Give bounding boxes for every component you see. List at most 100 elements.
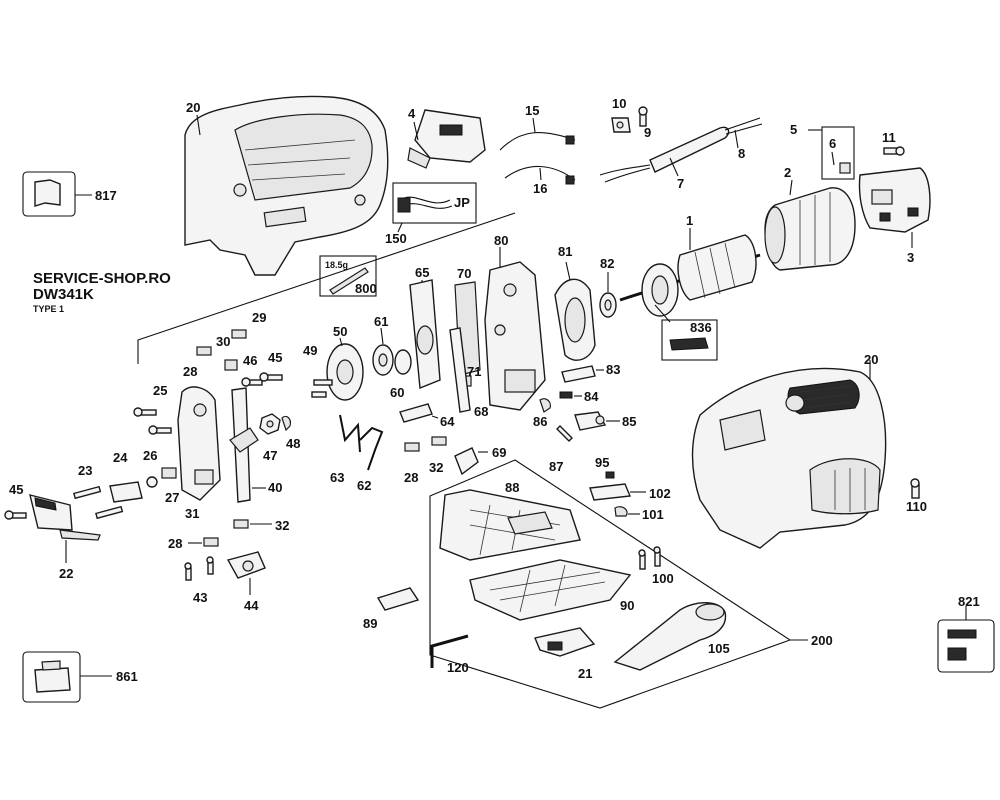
- housing-right-half: [691, 367, 887, 549]
- label-15: 15: [525, 103, 539, 118]
- screw-9: [638, 106, 648, 127]
- shoe-upper-88: [439, 489, 581, 561]
- label-71: 71: [467, 364, 481, 379]
- pad-28b: [404, 442, 420, 452]
- label-5: 5: [790, 122, 797, 137]
- pin-84: [559, 391, 573, 399]
- label-46: 46: [243, 353, 257, 368]
- label-31: 31: [185, 506, 199, 521]
- dust-nozzle-105: [613, 602, 727, 671]
- guide-83: [561, 365, 596, 383]
- label-8: 8: [738, 146, 745, 161]
- kit-800: 18.5g 800: [319, 255, 377, 297]
- label-9: 9: [644, 125, 651, 140]
- nut-95: [605, 471, 615, 479]
- rod-68: [449, 327, 471, 413]
- leader-20a: [196, 114, 201, 136]
- screw-45a: [259, 372, 283, 382]
- label-28b: 28: [404, 470, 418, 485]
- label-150: 150: [385, 231, 407, 246]
- leader-4: [413, 121, 419, 141]
- label-28c: 28: [168, 536, 182, 551]
- screw-45b: [4, 510, 27, 520]
- label-26: 26: [143, 448, 157, 463]
- label-60: 60: [390, 385, 404, 400]
- screws-23: [73, 485, 124, 520]
- label-861: 861: [116, 669, 138, 684]
- gear-61: [372, 344, 394, 376]
- label-88: 88: [505, 480, 519, 495]
- pin-49: [311, 379, 333, 398]
- label-62: 62: [357, 478, 371, 493]
- spring-62: [359, 426, 384, 471]
- brush-part: [839, 162, 851, 174]
- kit-817: 817: [22, 171, 117, 217]
- label-21: 21: [578, 666, 592, 681]
- label-90: 90: [620, 598, 634, 613]
- label-101: 101: [642, 507, 664, 522]
- screws-25: [133, 407, 172, 435]
- label-16: 16: [533, 181, 547, 196]
- leader-61: [380, 327, 384, 345]
- group-bracket-left: [137, 212, 516, 364]
- label-45a: 45: [268, 350, 282, 365]
- screw-110: [910, 478, 920, 499]
- pad-29: [231, 329, 247, 339]
- model-number: DW341K: [33, 286, 94, 303]
- block-30: [224, 359, 238, 371]
- label-50: 50: [333, 324, 347, 339]
- label-3: 3: [907, 250, 914, 265]
- label-87: 87: [549, 459, 563, 474]
- leader-836: [654, 304, 671, 323]
- label-4: 4: [408, 106, 416, 121]
- blade-guide-22: [29, 494, 101, 541]
- label-11: 11: [882, 130, 896, 145]
- base-plate-90: [469, 559, 632, 621]
- kit-200-outline: [429, 459, 792, 709]
- pad-28a: [196, 346, 212, 356]
- block-27: [161, 467, 177, 479]
- label-63: 63: [330, 470, 344, 485]
- stator-part: [764, 187, 856, 271]
- jp-label: JP: [454, 195, 470, 210]
- screw-26: [146, 476, 158, 488]
- kit-861: 861: [22, 651, 138, 703]
- label-89: 89: [363, 616, 377, 631]
- label-22: 22: [59, 566, 73, 581]
- label-48: 48: [286, 436, 300, 451]
- label-81: 81: [558, 244, 572, 259]
- spring-63: [339, 414, 361, 453]
- bearing-82: [599, 292, 617, 318]
- wire-15: [499, 132, 576, 151]
- brush-holder-part: [858, 167, 931, 233]
- screws-100: [638, 546, 661, 570]
- label-836: 836: [690, 320, 712, 335]
- label-20a: 20: [186, 100, 200, 115]
- leader-50: [339, 337, 343, 347]
- diagram-header: SERVICE-SHOP.RO DW341K TYPE 1: [33, 270, 171, 314]
- label-70: 70: [457, 266, 471, 281]
- label-85: 85: [622, 414, 636, 429]
- label-28a: 28: [183, 364, 197, 379]
- nut-47: [259, 413, 281, 435]
- kit-150: JP 150: [385, 182, 477, 246]
- label-24: 24: [113, 450, 128, 465]
- label-43: 43: [193, 590, 207, 605]
- plate-65: [409, 279, 441, 389]
- label-25: 25: [153, 383, 167, 398]
- bracket-64: [399, 403, 433, 423]
- gear-50: [326, 343, 364, 401]
- label-61: 61: [374, 314, 388, 329]
- label-27: 27: [165, 490, 179, 505]
- label-32a: 32: [429, 460, 443, 475]
- leader-16: [539, 167, 542, 181]
- label-44: 44: [244, 598, 259, 613]
- power-cord: [599, 117, 763, 183]
- pad-28c: [203, 537, 219, 547]
- armature-part: [619, 234, 761, 317]
- hex-key-120: [430, 634, 469, 668]
- label-23: 23: [78, 463, 92, 478]
- label-64: 64: [440, 414, 455, 429]
- label-110: 110: [906, 499, 927, 514]
- pad-32b: [233, 519, 249, 529]
